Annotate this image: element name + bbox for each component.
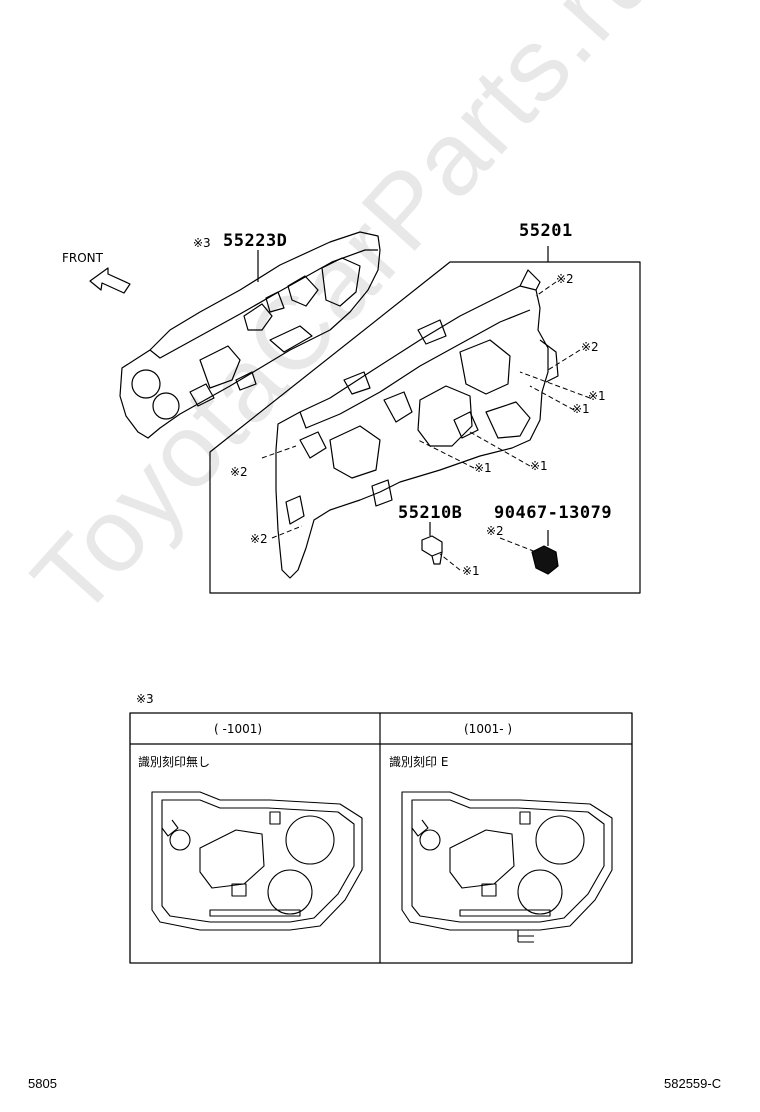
callout-mark-1: ※1 xyxy=(474,461,492,475)
variant-right-drawing xyxy=(401,791,613,943)
callout-mark-2: ※2 xyxy=(230,465,248,479)
group-box xyxy=(209,261,641,594)
insulator-55223d-drawing xyxy=(119,231,381,439)
table-header-col1: ( -1001) xyxy=(214,722,263,736)
part-number-55201: 55201 xyxy=(519,221,573,241)
insulator-55201-drawing xyxy=(275,269,559,579)
part-90467-mark: ※2 xyxy=(486,524,504,538)
table-header-col2: (1001- ) xyxy=(464,722,513,736)
part-number-55223d: 55223D xyxy=(223,231,288,251)
callout-mark-2: ※2 xyxy=(556,272,574,286)
callout-mark-1: ※1 xyxy=(462,564,480,578)
page-number-left: 5805 xyxy=(28,1076,57,1091)
page-number-right: 582559-C xyxy=(664,1076,722,1091)
table-caption-col2: 識別刻印 E xyxy=(389,755,449,769)
front-label: FRONT xyxy=(62,251,103,265)
callout-mark-2: ※2 xyxy=(250,532,268,546)
part-number-90467-13079: 90467-13079 xyxy=(494,503,613,523)
callout-mark-1: ※1 xyxy=(588,389,606,403)
callout-mark-1: ※1 xyxy=(572,402,590,416)
front-arrow-icon xyxy=(89,267,131,294)
callout-mark-1: ※1 xyxy=(530,459,548,473)
clip-55210b-drawing xyxy=(421,522,443,565)
variant-table xyxy=(129,712,633,964)
clip-90467-drawing xyxy=(531,530,559,575)
part-55223d-mark: ※3 xyxy=(193,236,211,250)
part-number-55210b: 55210B xyxy=(398,503,463,523)
callout-mark-2: ※2 xyxy=(581,340,599,354)
table-note-mark: ※3 xyxy=(136,692,154,706)
table-caption-col1: 識別刻印無し xyxy=(138,755,211,769)
variant-left-drawing xyxy=(151,791,363,931)
identification-mark-e-icon xyxy=(517,929,534,943)
